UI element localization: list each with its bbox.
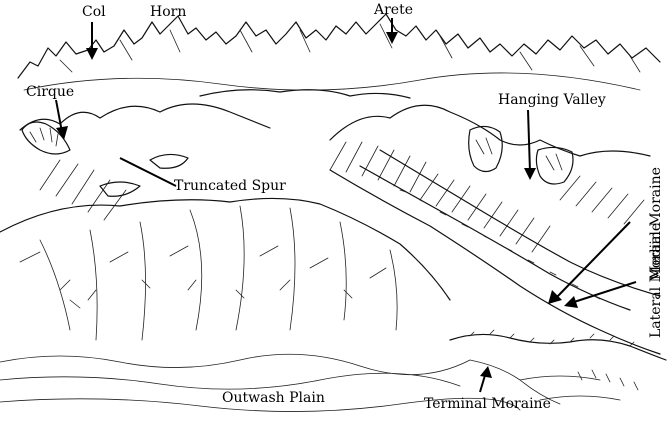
label-hanging-valley: Hanging Valley — [498, 92, 606, 108]
medial-moraine-ridge — [359, 165, 631, 311]
label-col: Col — [82, 4, 106, 20]
ridge-left — [19, 103, 271, 131]
medial-moraine-arrow — [548, 221, 631, 304]
label-horn: Horn — [150, 4, 186, 20]
terminal-moraine-arrow — [479, 366, 492, 393]
hanging-valley-basin — [468, 125, 503, 173]
col-arrow — [86, 22, 98, 60]
label-terminal-moraine: Terminal Moraine — [424, 396, 551, 412]
outwash-streams — [0, 353, 521, 412]
glacier-valley-left-edge — [329, 169, 661, 355]
lateral-moraine-arrow — [564, 281, 637, 308]
cirque-basin — [21, 121, 71, 155]
terminal-moraine-ridge — [449, 333, 667, 361]
label-outwash-plain: Outwash Plain — [222, 390, 325, 406]
label-truncated-spur: Truncated Spur — [174, 178, 286, 194]
label-lateral-moraine: Lateral Moraine — [648, 223, 664, 338]
label-arete: Arete — [373, 2, 413, 18]
hanging-valley-arrow — [524, 109, 536, 180]
glacier-valley-right-edge — [379, 149, 661, 297]
foreground-spurs — [0, 197, 451, 301]
label-cirque: Cirque — [26, 84, 74, 100]
label-medial-moraine: Medial Moraine — [648, 167, 664, 280]
cirque-arrow — [55, 99, 68, 140]
ridge-center — [199, 89, 411, 99]
truncated-spur-pointer — [119, 157, 177, 187]
ridge-right — [329, 104, 651, 157]
mountain-skyline — [17, 13, 661, 79]
arete-arrow — [386, 18, 398, 44]
